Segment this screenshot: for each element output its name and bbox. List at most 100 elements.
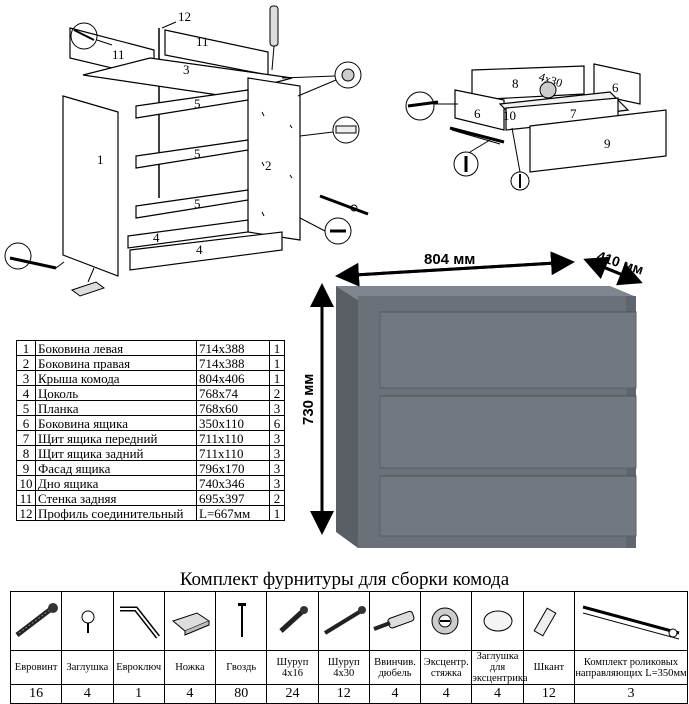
part-size: L=667мм bbox=[196, 505, 270, 521]
label-2: 2 bbox=[265, 158, 272, 173]
part-num: 5 bbox=[16, 400, 36, 416]
hardware-icon-cell bbox=[574, 591, 688, 651]
part-name: Щит ящика задний bbox=[35, 445, 197, 461]
left-side-panel bbox=[62, 95, 119, 277]
dresser-left-edge bbox=[336, 286, 358, 548]
label-5c: 5 bbox=[194, 196, 201, 211]
part-qty: 1 bbox=[269, 340, 285, 356]
part-name: Цоколь bbox=[35, 385, 197, 401]
rail-callout-icon bbox=[319, 194, 369, 216]
part-qty: 3 bbox=[269, 400, 285, 416]
label-11a: 11 bbox=[112, 47, 125, 62]
hardware-label: Комплект роликовых направляющих L=350мм bbox=[574, 650, 688, 685]
part-num: 11 bbox=[16, 490, 36, 506]
part-num: 3 bbox=[16, 370, 36, 386]
hardware-icon-cell bbox=[471, 591, 524, 651]
part-qty: 3 bbox=[269, 430, 285, 446]
dowel-callout-icon bbox=[269, 5, 279, 47]
dimension-arrows bbox=[310, 251, 643, 535]
part-size: 711x110 bbox=[196, 445, 270, 461]
part-size: 711x110 bbox=[196, 430, 270, 446]
hardware-count: 12 bbox=[317, 684, 370, 704]
drawer-side-left bbox=[454, 89, 505, 131]
drawer-exploded-view bbox=[454, 63, 667, 173]
part-size: 796x170 bbox=[196, 460, 270, 476]
dresser-drawer-2 bbox=[379, 395, 637, 469]
hardware-icon-cell bbox=[61, 591, 114, 651]
hardware-icon-cell bbox=[368, 591, 422, 651]
part-num: 7 bbox=[16, 430, 36, 446]
hardware-count: 12 bbox=[522, 684, 576, 704]
part-qty: 2 bbox=[269, 490, 285, 506]
plinth-front bbox=[129, 231, 283, 271]
hardware-label: Заглушка для эксцентрика bbox=[471, 650, 528, 685]
hardware-label: Шуруп 4x30 bbox=[317, 650, 370, 685]
rail-3 bbox=[135, 189, 249, 219]
hardware-icon-cell bbox=[163, 591, 217, 651]
euro-screw-icon bbox=[15, 603, 58, 637]
part-qty: 3 bbox=[269, 460, 285, 476]
frame-labels: 1 2 3 4 4 5 5 5 11 11 12 bbox=[97, 9, 272, 257]
hardware-title: Комплект фурнитуры для сборки комода bbox=[179, 569, 510, 590]
drawer-hardware-callouts bbox=[405, 81, 557, 191]
hardware-icon-cell bbox=[9, 591, 63, 651]
part-num: 12 bbox=[16, 505, 36, 521]
label-6a: 6 bbox=[474, 106, 481, 121]
part-name: Дно ящика bbox=[35, 475, 197, 491]
part-qty: 3 bbox=[269, 475, 285, 491]
part-size: 695x397 bbox=[196, 490, 270, 506]
rail-1 bbox=[135, 89, 249, 119]
roller-rail-icon bbox=[582, 605, 680, 640]
part-num: 10 bbox=[16, 475, 36, 491]
part-size: 768x60 bbox=[196, 400, 270, 416]
label-6b: 6 bbox=[612, 80, 619, 95]
hardware-label: Шкант bbox=[522, 650, 576, 685]
hardware-label: Ввинчив. дюбель bbox=[368, 650, 422, 685]
part-name: Профиль соединительный bbox=[35, 505, 197, 521]
hardware-count: 4 bbox=[471, 684, 524, 704]
label-8: 8 bbox=[512, 76, 519, 91]
drawer-back-panel bbox=[471, 65, 585, 101]
hardware-count: 24 bbox=[266, 684, 319, 704]
label-11b: 11 bbox=[196, 34, 209, 49]
label-10: 10 bbox=[503, 108, 516, 123]
nail-icon bbox=[238, 603, 247, 637]
part-size: 714x388 bbox=[196, 340, 270, 356]
right-side-panel bbox=[247, 77, 301, 241]
label-4a: 4 bbox=[153, 230, 160, 245]
part-num: 9 bbox=[16, 460, 36, 476]
part-num: 2 bbox=[16, 355, 36, 371]
hex-key-icon bbox=[119, 606, 160, 639]
wood-dowel-callout-icon bbox=[332, 116, 360, 144]
part-num: 6 bbox=[16, 415, 36, 431]
hardware-count: 4 bbox=[163, 684, 217, 704]
part-size: 714x388 bbox=[196, 355, 270, 371]
hardware-count: 80 bbox=[215, 684, 268, 704]
drawer-euro-screw-icon bbox=[405, 91, 435, 121]
part-num: 1 bbox=[16, 340, 36, 356]
hardware-label: Эксцентр. стяжка bbox=[420, 650, 473, 685]
dowel-screw-icon bbox=[373, 610, 415, 631]
part-name: Щит ящика передний bbox=[35, 430, 197, 446]
dimension-height: 730 мм bbox=[300, 374, 317, 425]
label-5b: 5 bbox=[194, 146, 201, 161]
drawer-cam-icon bbox=[539, 81, 557, 99]
part-name: Боковина ящика bbox=[35, 415, 197, 431]
hardware-count: 4 bbox=[368, 684, 422, 704]
hardware-icon-cell bbox=[420, 591, 473, 651]
hardware-count: 4 bbox=[420, 684, 473, 704]
label-9: 9 bbox=[604, 136, 611, 151]
part-qty: 1 bbox=[269, 355, 285, 371]
